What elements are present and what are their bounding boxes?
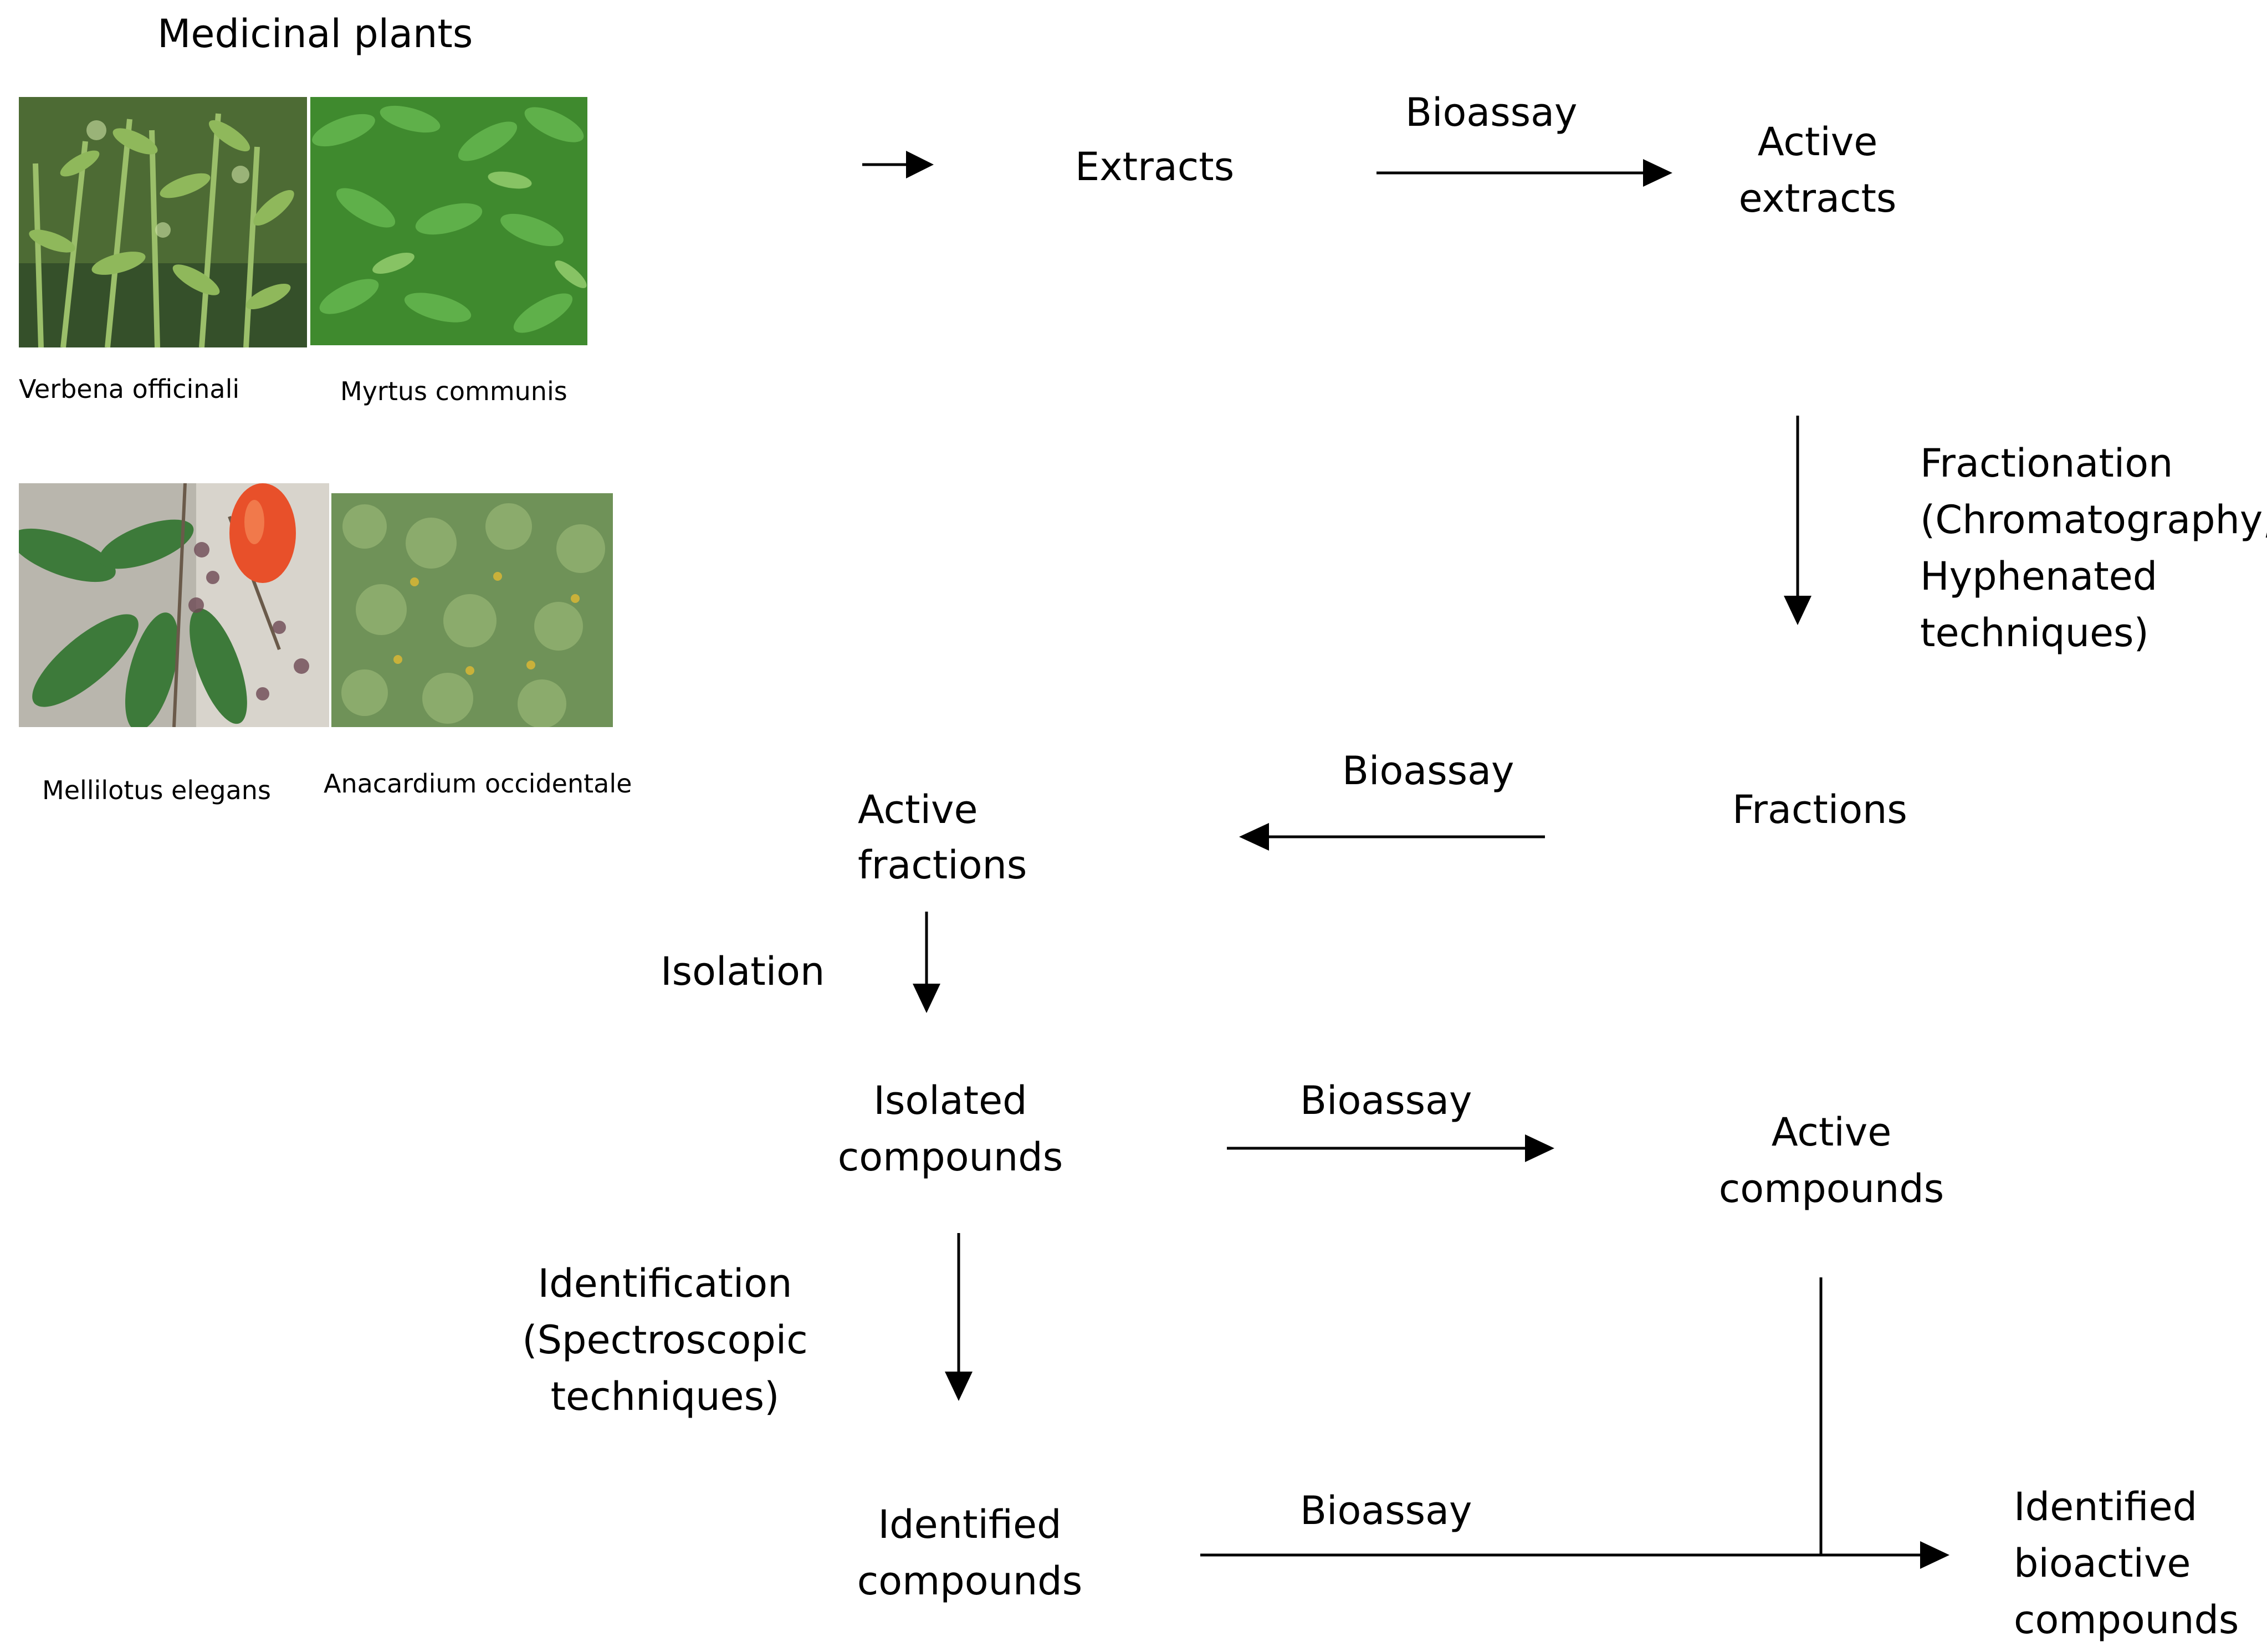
myrtus-image [310, 97, 587, 345]
arrowhead-isolated-to-active-compounds [1525, 1134, 1554, 1162]
edge-fractionation-line1: Fractionation [1920, 441, 2173, 486]
edge-isolation: Isolation [661, 949, 825, 994]
arrowhead-active-extracts-to-fractions [1784, 596, 1811, 625]
edge-bioassay-4: Bioassay [1300, 1488, 1472, 1533]
anacardium-image [331, 493, 613, 727]
edge-identification-line3: techniques) [550, 1374, 780, 1419]
caption-myrtus: Myrtus communis [340, 376, 567, 406]
node-active-compounds-line2: compounds [1718, 1166, 1944, 1211]
caption-anacardium: Anacardium occidentale [324, 769, 632, 799]
edge-fractionation-line4: techniques) [1920, 610, 2149, 656]
caption-verbena: Verbena officinali [19, 374, 240, 404]
node-active-fractions-line2: fractions [858, 842, 1027, 888]
edge-identification-line2: (Spectroscopic [522, 1317, 808, 1363]
arrowhead-fractions-to-active-fractions [1239, 823, 1269, 851]
node-active-extracts-line2: extracts [1738, 176, 1897, 221]
caption-mellilotus: Mellilotus elegans [42, 775, 271, 805]
arrowhead-extracts-to-active-extracts [1643, 159, 1672, 187]
edge-bioassay-1: Bioassay [1405, 90, 1578, 135]
node-isolated-compounds-line1: Isolated [873, 1078, 1027, 1123]
photo-anacardium-occidentale [331, 493, 613, 727]
arrowhead-plants-to-extracts [906, 151, 934, 178]
photo-verbena-officinali [19, 97, 307, 347]
arrowhead-identified-to-bioactive [1920, 1541, 1949, 1569]
edge-fractionation-line2: (Chromatography, [1920, 497, 2267, 543]
node-isolated-compounds-line2: compounds [837, 1134, 1063, 1180]
node-active-compounds-line1: Active [1771, 1109, 1892, 1155]
verbena-image [19, 97, 307, 347]
arrowhead-isolated-to-identified [945, 1372, 973, 1401]
photo-mellilotus-elegans [19, 483, 329, 727]
edge-identification-line1: Identification [538, 1261, 792, 1306]
node-active-fractions-line1: Active [858, 787, 978, 832]
node-identified-compounds-line1: Identified [878, 1502, 1062, 1547]
photo-myrtus-communis [310, 97, 587, 345]
node-active-extracts-line1: Active [1757, 119, 1878, 165]
edge-bioassay-3: Bioassay [1300, 1078, 1472, 1123]
medicinal-plants-title: Medicinal plants [157, 11, 473, 57]
node-fractions: Fractions [1732, 787, 1907, 832]
arrowhead-active-fractions-to-isolated [913, 984, 940, 1013]
mellilotus-image [19, 483, 329, 727]
node-identified-bioactive-line2: bioactive [2014, 1541, 2191, 1586]
node-identified-compounds-line2: compounds [857, 1558, 1083, 1604]
edge-bioassay-2: Bioassay [1342, 748, 1514, 794]
node-extracts: Extracts [1075, 144, 1235, 190]
node-identified-bioactive-line3: compounds [2014, 1597, 2239, 1643]
node-identified-bioactive-line1: Identified [2014, 1484, 2197, 1530]
edge-fractionation-line3: Hyphenated [1920, 554, 2158, 599]
